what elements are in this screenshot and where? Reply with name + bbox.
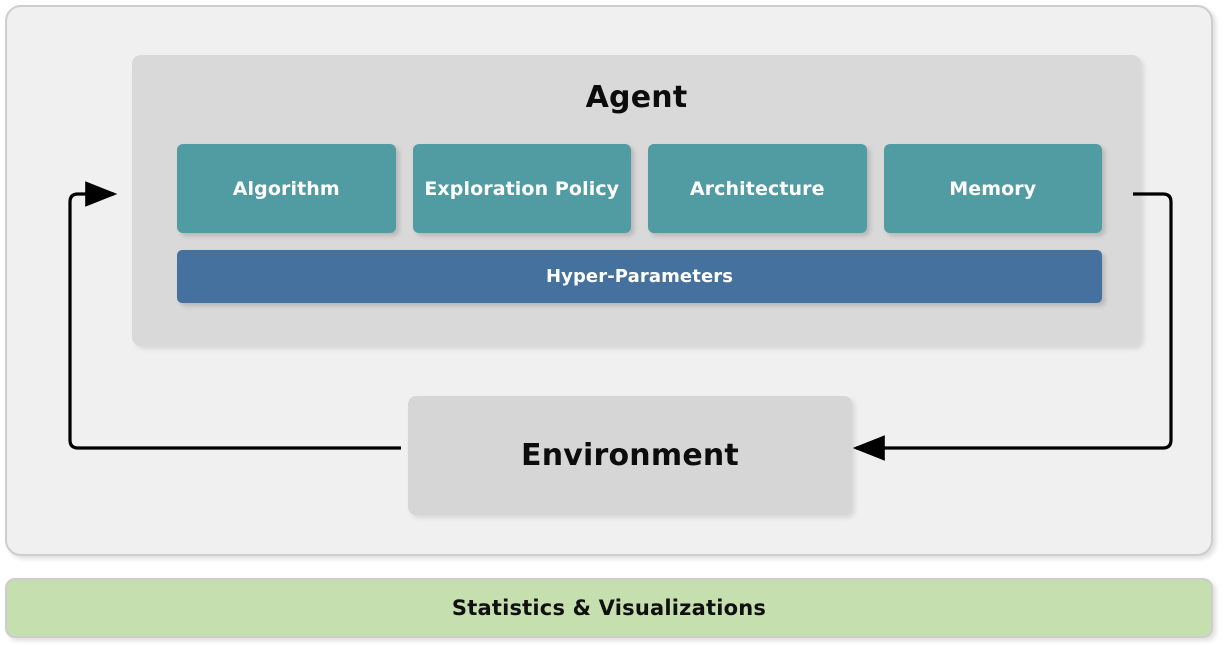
agent-title: Agent <box>585 80 688 115</box>
agent-component-algorithm[interactable]: Algorithm <box>177 144 396 233</box>
agent-component-exploration-policy[interactable]: Exploration Policy <box>412 144 631 233</box>
agent-component-row: Algorithm Exploration Policy Architectur… <box>177 144 1102 233</box>
agent-component-memory[interactable]: Memory <box>883 144 1102 233</box>
hyper-parameters-bar[interactable]: Hyper-Parameters <box>177 250 1102 303</box>
environment-box[interactable]: Environment <box>408 396 852 515</box>
rl-loop-container: Agent Algorithm Exploration Policy Archi… <box>5 5 1213 556</box>
statistics-visualizations-bar[interactable]: Statistics & Visualizations <box>5 578 1213 638</box>
agent-component-architecture[interactable]: Architecture <box>648 144 867 233</box>
agent-panel[interactable]: Agent Algorithm Exploration Policy Archi… <box>132 55 1141 346</box>
